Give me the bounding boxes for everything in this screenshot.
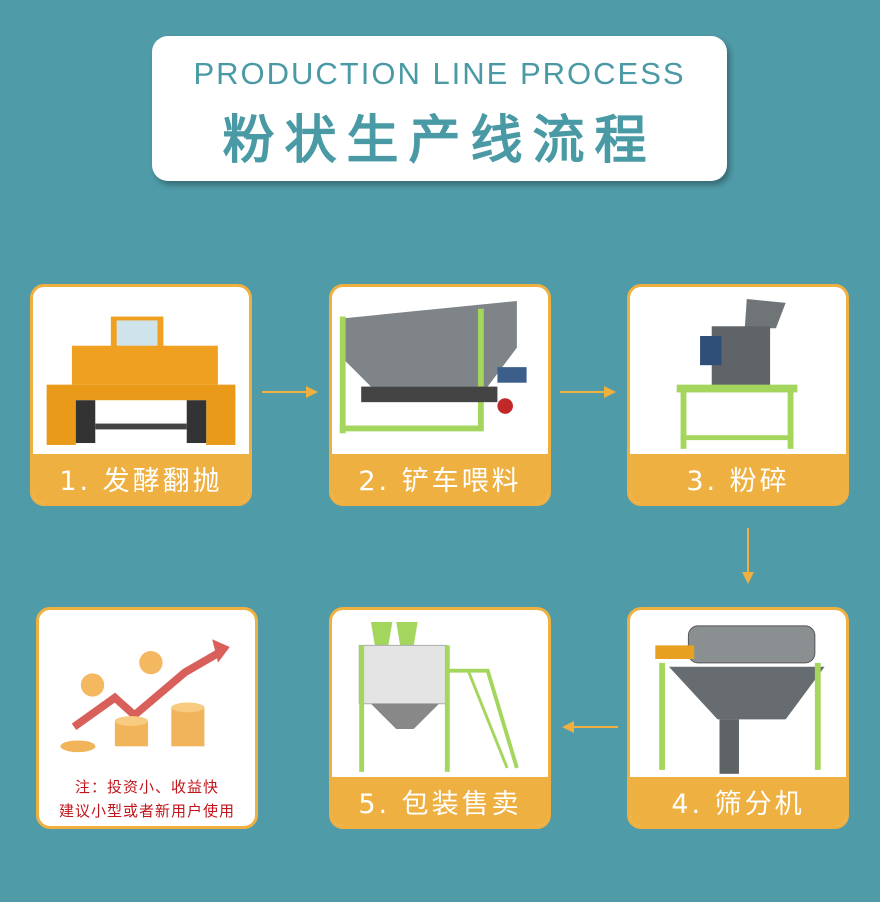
arrow-right-icon <box>560 386 616 398</box>
step-label: 3. 粉碎 <box>630 454 846 503</box>
crusher-image <box>676 299 798 449</box>
compost-turner-image <box>46 316 236 445</box>
note-line-1: 注：投资小、收益快 <box>74 778 219 796</box>
packing-machine-image <box>358 622 519 772</box>
note-line-2: 建议小型或者新用户使用 <box>58 802 235 820</box>
title-english: PRODUCTION LINE PROCESS <box>193 56 686 91</box>
step-card-packing-sale: 5. 包装售卖 <box>329 607 551 829</box>
step-card-fermentation-turning: 1. 发酵翻抛 <box>30 284 252 506</box>
arrow-right-icon <box>262 386 318 398</box>
step-label: 1. 发酵翻抛 <box>33 454 249 503</box>
investment-note-card: 注：投资小、收益快 建议小型或者新用户使用 <box>36 607 258 829</box>
step-card-loader-feeding: 2. 铲车喂料 <box>329 284 551 506</box>
step-label: 5. 包装售卖 <box>332 777 548 826</box>
feeder-hopper-image <box>339 300 527 434</box>
drum-screen-image <box>655 625 825 774</box>
step-label: 2. 铲车喂料 <box>332 454 548 503</box>
arrow-down-icon <box>742 528 754 584</box>
step-card-screening: 4. 筛分机 <box>627 607 849 829</box>
step-label: 4. 筛分机 <box>630 777 846 826</box>
growth-coins-illustration <box>60 639 230 753</box>
step-card-crushing: 3. 粉碎 <box>627 284 849 506</box>
title-banner: PRODUCTION LINE PROCESS 粉状生产线流程 <box>152 36 727 181</box>
title-chinese: 粉状生产线流程 <box>222 111 657 171</box>
arrow-left-icon <box>562 721 618 733</box>
